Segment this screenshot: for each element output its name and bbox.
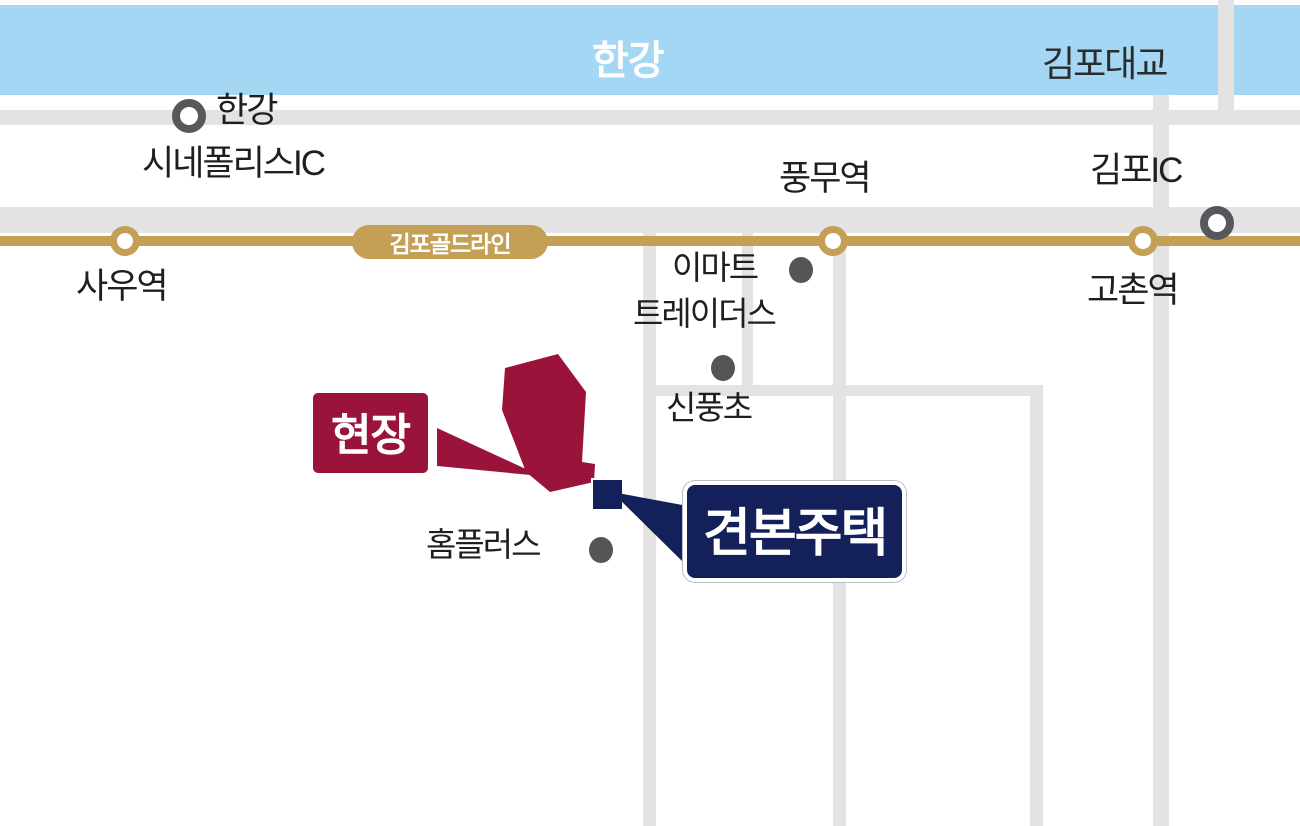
station-marker-sawoo[interactable] — [110, 226, 140, 256]
poi-label-sinpung-elementary: 신풍초 — [666, 389, 753, 426]
road-vertical-3 — [1030, 385, 1043, 826]
gimpo-goldline-label: 김포골드라인 — [389, 231, 512, 257]
poi-label-homeplus: 홈플러스 — [426, 526, 541, 563]
road-vertical-emart — [742, 233, 753, 385]
station-label-pungmu: 풍무역 — [779, 159, 872, 198]
road-horizontal-mid — [643, 385, 1043, 396]
poi-dot-homeplus[interactable] — [589, 537, 613, 563]
road-vertical-bridge — [1218, 0, 1234, 110]
poi-dot-sinpung-elementary[interactable] — [711, 355, 735, 381]
river-label: 한강 — [592, 39, 665, 83]
hyunjang-callout-label: 현장 — [331, 411, 411, 460]
ic-marker-hangang-cinepolis[interactable] — [172, 99, 206, 133]
gimpo-goldline-pill: 김포골드라인 — [352, 225, 548, 259]
model-house-callout[interactable]: 견본주택 — [683, 481, 907, 582]
ic-label-gimpo: 김포IC — [1090, 151, 1183, 190]
poi-label-emart-traders-line2: 트레이더스 — [633, 295, 777, 332]
hyunjang-callout[interactable]: 현장 — [313, 393, 428, 473]
ic-label-hangang-cinepolis-line2: 시네폴리스IC — [142, 144, 326, 183]
model-house-callout-label: 견본주택 — [703, 505, 888, 563]
gimpo-bridge-label: 김포대교 — [1042, 43, 1168, 84]
station-marker-gochon[interactable] — [1128, 226, 1158, 256]
road-vertical-1 — [643, 233, 656, 826]
station-label-sawoo: 사우역 — [76, 267, 169, 306]
road-horizontal-rail-corridor — [0, 207, 1300, 233]
station-marker-pungmu[interactable] — [818, 226, 848, 256]
road-vertical-gochon — [1153, 95, 1169, 826]
gimpo-goldline-track — [0, 236, 1300, 246]
poi-label-emart-traders-line1: 이마트 — [672, 249, 759, 286]
road-horizontal-upper — [0, 110, 1300, 125]
ic-label-hangang-cinepolis-line1: 한강 — [216, 91, 278, 130]
han-river-band — [0, 5, 1300, 95]
hyunjang-callout-pointer — [437, 428, 547, 493]
ic-marker-gimpo[interactable] — [1200, 206, 1234, 240]
development-site-polygon — [430, 352, 630, 517]
station-label-gochon: 고촌역 — [1087, 271, 1180, 310]
poi-dot-emart-traders[interactable] — [789, 257, 813, 283]
model-house-callout-pointer — [612, 487, 712, 572]
